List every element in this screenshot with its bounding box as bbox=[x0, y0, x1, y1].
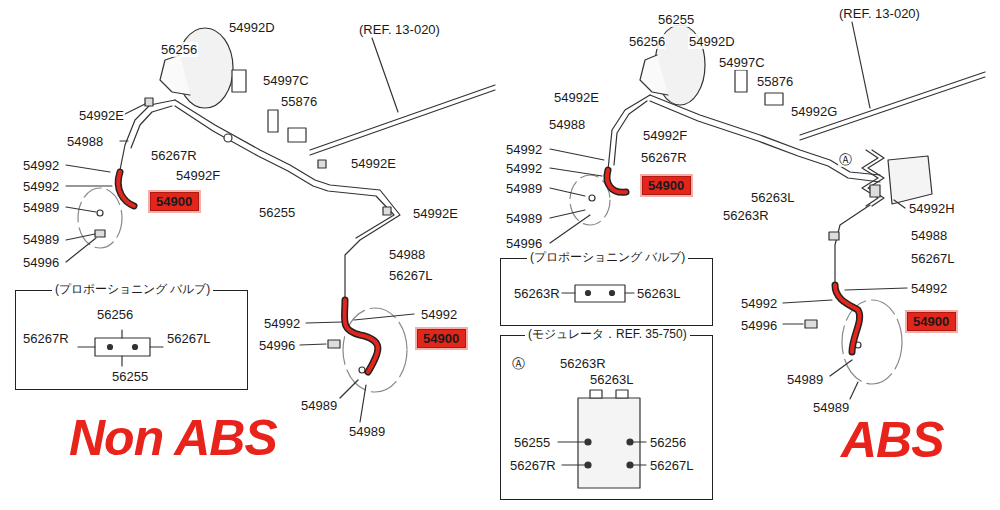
reference-note: (REF. 13-020) bbox=[358, 22, 441, 37]
inset-heading: (モジュレータ．REF. 35-750) bbox=[525, 327, 690, 342]
callout-number: 55876 bbox=[756, 74, 794, 89]
callout-number: 54992H bbox=[908, 201, 956, 216]
callout-number: 54992D bbox=[688, 34, 736, 49]
callout-number: 54989 bbox=[22, 232, 60, 247]
callout-number: 56263R bbox=[722, 208, 770, 223]
callout-number: 56267R bbox=[22, 331, 70, 346]
callout-number: 54900 bbox=[648, 178, 684, 193]
callout-number: 54992 bbox=[505, 161, 543, 176]
callout-number: 54992F bbox=[642, 128, 688, 143]
inset-box: (モジュレータ．REF. 35-750)Ⓐ56263R56263L5625556… bbox=[500, 335, 713, 500]
callout-number: 56256 bbox=[96, 307, 134, 322]
callout-number: 54988 bbox=[910, 228, 948, 243]
callout-number: 56255 bbox=[513, 435, 551, 450]
callout-number: 56267R bbox=[509, 458, 557, 473]
callout-number: 56263R bbox=[513, 286, 561, 301]
callout-number: 54992E bbox=[553, 90, 600, 105]
callout-number: 54992 bbox=[420, 307, 458, 322]
callout-number: 56256 bbox=[628, 34, 666, 49]
callout-number: 56263L bbox=[589, 372, 634, 387]
callout-number: 54997C bbox=[262, 73, 310, 88]
callout-number: 54997C bbox=[718, 55, 766, 70]
callout-number: 54992 bbox=[22, 158, 60, 173]
callout-number: 56256 bbox=[649, 435, 687, 450]
callout-number: 56267L bbox=[649, 458, 694, 473]
callout-number: 54989 bbox=[505, 181, 543, 196]
callout-number: 54992D bbox=[228, 20, 276, 35]
callout-number: 54996 bbox=[22, 255, 60, 270]
inset-heading: (プロポーショニング バルブ) bbox=[52, 282, 213, 297]
inset-box: (プロポーショニング バルブ)5625656267R56267L56255 bbox=[15, 290, 248, 390]
callout-number: 56267R bbox=[640, 150, 688, 165]
callout-number: 56255 bbox=[657, 12, 695, 27]
callout-number: 54992E bbox=[412, 206, 459, 221]
callout-number: 56255 bbox=[258, 205, 296, 220]
reference-note: (REF. 13-020) bbox=[838, 6, 921, 21]
inset-box: (プロポーショニング バルブ)56263R56263L bbox=[500, 258, 713, 326]
callout-number: 54988 bbox=[66, 134, 104, 149]
callout-number: 54989 bbox=[786, 372, 824, 387]
callout-number: 54992 bbox=[740, 296, 778, 311]
callout-number: 55876 bbox=[280, 94, 318, 109]
callout-number: 54992G bbox=[790, 104, 838, 119]
highlighted-part: 54900 bbox=[150, 192, 199, 211]
callout-number: 54996 bbox=[505, 236, 543, 251]
callout-number: 54900 bbox=[156, 194, 192, 209]
callout-number: 56263R bbox=[559, 356, 607, 371]
callout-number: 54988 bbox=[388, 247, 426, 262]
callout-number: 56263L bbox=[636, 286, 681, 301]
highlighted-part: 54900 bbox=[642, 176, 691, 195]
callout-number: 56255 bbox=[111, 369, 149, 384]
variant-title: Non ABS bbox=[68, 410, 278, 466]
callout-number: 54900 bbox=[913, 314, 949, 329]
highlighted-part: 54900 bbox=[417, 329, 466, 348]
callout-number: 56267L bbox=[388, 268, 433, 283]
callout-number: 54989 bbox=[300, 398, 338, 413]
callout-number: 54992 bbox=[505, 142, 543, 157]
callout-number: 56267R bbox=[150, 148, 198, 163]
callout-number: 54992 bbox=[910, 281, 948, 296]
callout-number: 56263L bbox=[750, 190, 795, 205]
highlighted-part: 54900 bbox=[907, 312, 956, 331]
callout-number: 54996 bbox=[258, 338, 296, 353]
variant-title: ABS bbox=[840, 412, 945, 468]
callout-number: 54992 bbox=[22, 179, 60, 194]
callout-number: Ⓐ bbox=[511, 356, 526, 371]
callout-number: 54992E bbox=[350, 156, 397, 171]
callout-number: 56267L bbox=[910, 251, 955, 266]
callout-number: 54992 bbox=[263, 316, 301, 331]
callout-number: 54996 bbox=[740, 318, 778, 333]
callout-number: 54900 bbox=[423, 331, 459, 346]
callout-number: 54992F bbox=[175, 168, 221, 183]
inset-heading: (プロポーショニング バルブ) bbox=[527, 250, 688, 265]
callout-number: 54989 bbox=[505, 211, 543, 226]
callout-number: 54992E bbox=[78, 108, 125, 123]
callout-number: Ⓐ bbox=[838, 152, 853, 167]
callout-number: 56256 bbox=[160, 42, 198, 57]
callout-number: 54988 bbox=[548, 117, 586, 132]
callout-number: 54989 bbox=[22, 200, 60, 215]
callout-number: 54989 bbox=[348, 424, 386, 439]
callout-number: 56267L bbox=[166, 331, 211, 346]
